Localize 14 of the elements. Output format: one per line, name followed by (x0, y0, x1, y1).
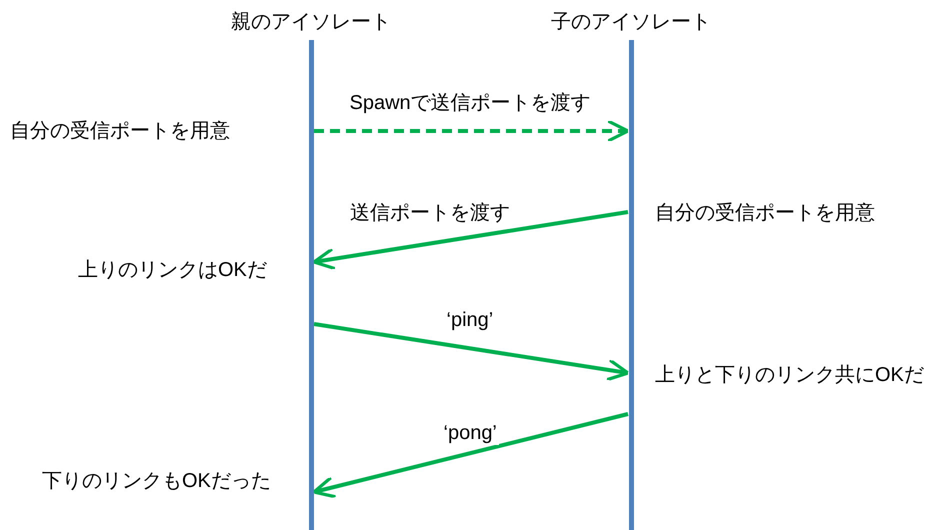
note-text: 上りと下りのリンク共にOKだ (655, 363, 925, 388)
lifeline-heading: 子のアイソレート (551, 10, 711, 35)
arrow (312, 210, 628, 270)
lifeline-heading: 親のアイソレート (231, 10, 391, 35)
arrow (314, 119, 630, 143)
note-text: 自分の受信ポートを用意 (10, 119, 230, 144)
lifeline (628, 40, 634, 530)
note-text: 上りのリンクはOKだ (78, 258, 267, 283)
lifeline (308, 40, 314, 530)
arrow (314, 322, 630, 382)
edge-label: 送信ポートを渡す (348, 201, 512, 225)
note-text: 下りのリンクもOKだった (42, 469, 271, 494)
arrow (312, 412, 628, 498)
note-text: 自分の受信ポートを用意 (655, 201, 875, 226)
